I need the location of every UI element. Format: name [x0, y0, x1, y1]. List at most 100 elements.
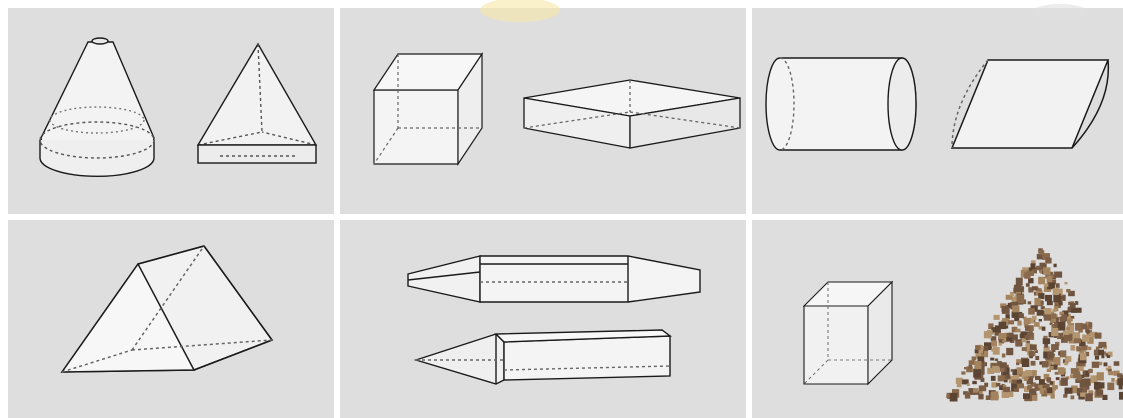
pile-grain — [1028, 385, 1033, 389]
pile-grain — [1017, 368, 1023, 375]
pile-grain — [1117, 378, 1123, 385]
pile-grain — [1002, 306, 1009, 312]
pile-grain — [1053, 357, 1060, 365]
panel-cube-and-slab — [340, 8, 746, 214]
pile-grain — [1025, 370, 1032, 376]
pile-grain — [961, 371, 965, 374]
pile-grain — [1044, 384, 1050, 389]
pile-grain — [974, 361, 981, 369]
small-cube-shape — [804, 282, 892, 384]
pile-grain — [1056, 283, 1060, 288]
pile-grain — [1058, 322, 1066, 331]
pile-grain — [1009, 333, 1014, 338]
pile-grain — [1108, 371, 1113, 375]
pile-grain — [1016, 363, 1019, 366]
pile-grain — [981, 378, 985, 382]
pile-grain — [1011, 369, 1014, 372]
pile-grain — [1044, 313, 1052, 320]
pile-grain — [1044, 390, 1047, 393]
pile-grain — [1035, 356, 1039, 360]
pile-grain — [1064, 335, 1072, 341]
pile-grain — [1114, 361, 1120, 366]
pile-grain — [1050, 381, 1054, 384]
panel-triangular-prism — [8, 220, 334, 418]
pile-grain — [1055, 372, 1058, 375]
pile-grain — [1034, 298, 1040, 305]
pile-grain — [1088, 369, 1093, 373]
pile-grain — [973, 388, 978, 393]
pile-grain — [1043, 267, 1050, 275]
pile-grain — [1026, 341, 1030, 344]
panel-cube-and-pile — [752, 220, 1123, 418]
pile-grain — [1085, 393, 1093, 401]
pile-grain — [999, 343, 1002, 346]
pile-grain — [1016, 278, 1023, 286]
pile-grain — [1002, 340, 1006, 343]
pile-grain — [1095, 333, 1102, 339]
pile-grain — [1108, 366, 1111, 370]
pile-grain — [1024, 272, 1030, 279]
pile-grain — [1017, 383, 1024, 388]
pile-grain — [1079, 329, 1083, 332]
pile-grain — [1056, 377, 1060, 380]
pile-grain — [1025, 325, 1030, 331]
pile-grain — [987, 368, 994, 374]
pile-grain — [1039, 319, 1042, 322]
pile-grain — [1104, 362, 1108, 366]
pile-grain — [1044, 344, 1048, 348]
pile-grain — [1052, 385, 1058, 389]
pile-grain — [1082, 387, 1087, 393]
pile-grain — [1038, 385, 1042, 388]
pile-grain — [965, 392, 970, 398]
pile-grain — [1053, 288, 1059, 295]
pile-grain — [1080, 353, 1086, 360]
pile-grain — [1061, 314, 1067, 321]
pile-grain — [1074, 338, 1081, 343]
pile-grain — [1014, 388, 1019, 392]
square-pencil-shape — [416, 330, 670, 384]
pile-grain — [975, 345, 981, 350]
pile-grain — [995, 325, 1001, 332]
pile-grain — [1006, 337, 1012, 342]
pile-grain — [1022, 359, 1030, 367]
panel-cylinders — [752, 8, 1123, 214]
pile-grain — [987, 330, 992, 334]
pile-grain — [1052, 313, 1057, 318]
pile-grain — [1111, 378, 1114, 382]
pile-grain — [1024, 318, 1031, 324]
slab-shape — [524, 80, 740, 148]
pile-grain — [996, 383, 1000, 387]
pile-grain — [993, 347, 1000, 355]
pile-grain — [950, 393, 958, 402]
pile-grain — [1086, 330, 1090, 333]
pile-grain — [1045, 295, 1052, 301]
cube-slab-drawing — [340, 8, 746, 214]
pile-grain — [1088, 347, 1092, 350]
pile-grain — [1071, 395, 1075, 399]
pile-grain — [1003, 387, 1010, 392]
pile-grain — [1071, 345, 1076, 351]
pile-grain — [1002, 354, 1006, 358]
pile-grain — [1032, 316, 1037, 320]
pile-grain — [1064, 362, 1068, 365]
pile-grain — [1006, 348, 1013, 355]
cube-shape — [374, 54, 482, 164]
pile-grain — [973, 369, 981, 378]
pile-grain — [1051, 394, 1055, 399]
pile-grain — [1025, 335, 1031, 339]
pile-grain — [1119, 385, 1123, 390]
pile-grain — [1107, 355, 1110, 358]
pile-grain — [1000, 368, 1004, 372]
pile-grain — [1004, 380, 1008, 383]
pile-grain — [1065, 282, 1068, 285]
truncated-cone-shape — [40, 38, 154, 176]
pile-grain — [1031, 361, 1036, 366]
pile-grain — [969, 360, 975, 365]
pile-grain — [1047, 352, 1053, 359]
triangular-prism-shape — [62, 246, 272, 372]
pile-grain — [1013, 302, 1018, 306]
pile-grain — [1049, 366, 1053, 370]
pile-grain — [1012, 380, 1018, 384]
pile-grain — [1071, 368, 1079, 374]
